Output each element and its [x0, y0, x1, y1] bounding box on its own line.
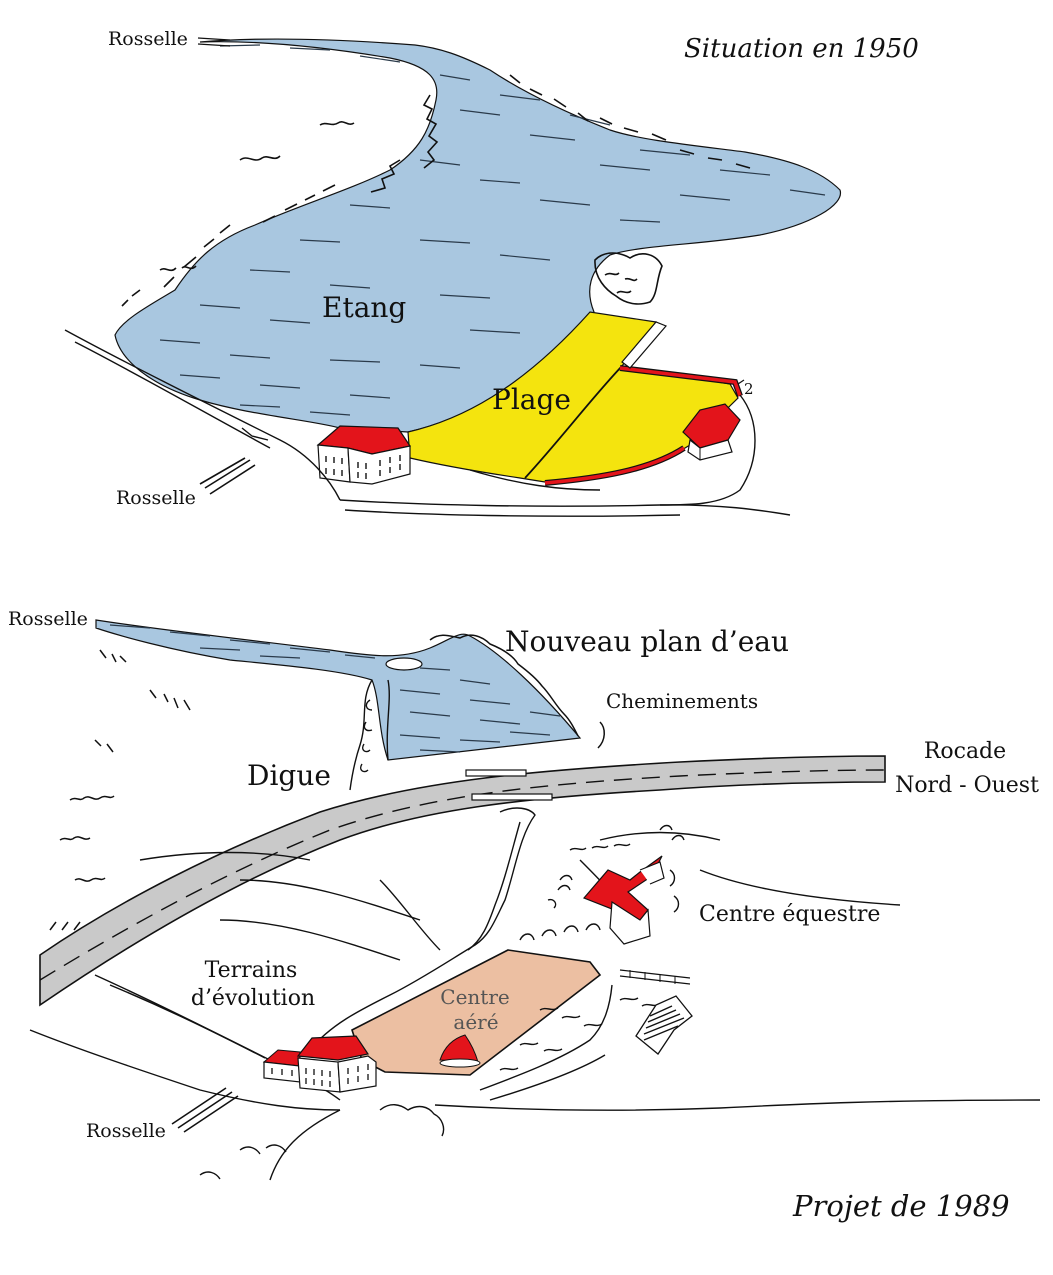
label-centre-aere-line2: aéré: [453, 1010, 499, 1034]
upper-road: [64, 329, 791, 517]
lower-centre-trees: [499, 923, 661, 1071]
lower-water-hatching: [109, 624, 561, 753]
upper-pond-shape: [114, 38, 841, 433]
label-rosselle-upper-top: Rosselle: [108, 28, 188, 50]
label-centre-equestre: Centre équestre: [699, 902, 881, 927]
label-rocade-line1: Rocade: [923, 739, 1007, 764]
label-terrains-line2: d’évolution: [190, 986, 316, 1011]
label-rosselle-lower-bottom: Rosselle: [86, 1120, 166, 1142]
lower-digue-trees: [359, 699, 373, 773]
upper-building: [316, 425, 411, 485]
label-centre-aere-line1: Centre: [440, 985, 510, 1009]
lower-river-outlet: [171, 1087, 239, 1133]
lower-centre-aere-dome: [439, 1034, 479, 1063]
label-digue: Digue: [247, 759, 331, 792]
upper-pavilion: [682, 403, 741, 461]
label-terrains-line1: Terrains: [204, 958, 298, 983]
label-rosselle-upper-bottom: Rosselle: [116, 487, 196, 509]
label-rosselle-lower-top: Rosselle: [8, 608, 88, 630]
upper-marker-tick: [737, 379, 745, 385]
lower-fence: [619, 969, 691, 985]
lower-shore-trees: [44, 634, 605, 956]
upper-pier: [621, 321, 668, 369]
upper-river-outlet: [199, 457, 256, 495]
lower-equestrian-building: [547, 824, 685, 945]
upper-shore-trees: [121, 74, 751, 307]
lower-river-strip: [95, 619, 582, 761]
label-nouveau-plan-d-eau: Nouveau plan d’eau: [505, 625, 790, 658]
upper-map: [64, 37, 841, 517]
upper-pool-wall-red: [544, 366, 742, 485]
lower-island: [385, 657, 423, 671]
upper-river-inlet: [197, 37, 231, 47]
label-cheminements: Cheminements: [606, 689, 759, 713]
lower-bridge: [465, 769, 553, 801]
lower-main-building: [262, 1035, 377, 1093]
lower-rocade-road: [39, 755, 886, 1007]
lower-bottom-vegetation: [199, 1104, 445, 1180]
label-marker-2: 2: [744, 380, 754, 398]
lower-digue: [349, 679, 390, 791]
upper-title: Situation en 1950: [684, 34, 919, 64]
upper-beach-divider: [524, 365, 623, 479]
lower-paths: [29, 807, 1041, 1181]
lower-rocade-centerline: [39, 769, 886, 981]
lower-barn: [619, 969, 693, 1055]
lower-centre-aere-base: [439, 1058, 481, 1068]
lower-map: [29, 619, 1041, 1181]
upper-water-hatching: [159, 44, 826, 416]
lower-title: Projet de 1989: [793, 1189, 1010, 1223]
label-rocade-line2: Nord - Ouest: [895, 773, 1039, 798]
label-plage: Plage: [492, 383, 571, 416]
label-etang: Etang: [322, 291, 407, 324]
